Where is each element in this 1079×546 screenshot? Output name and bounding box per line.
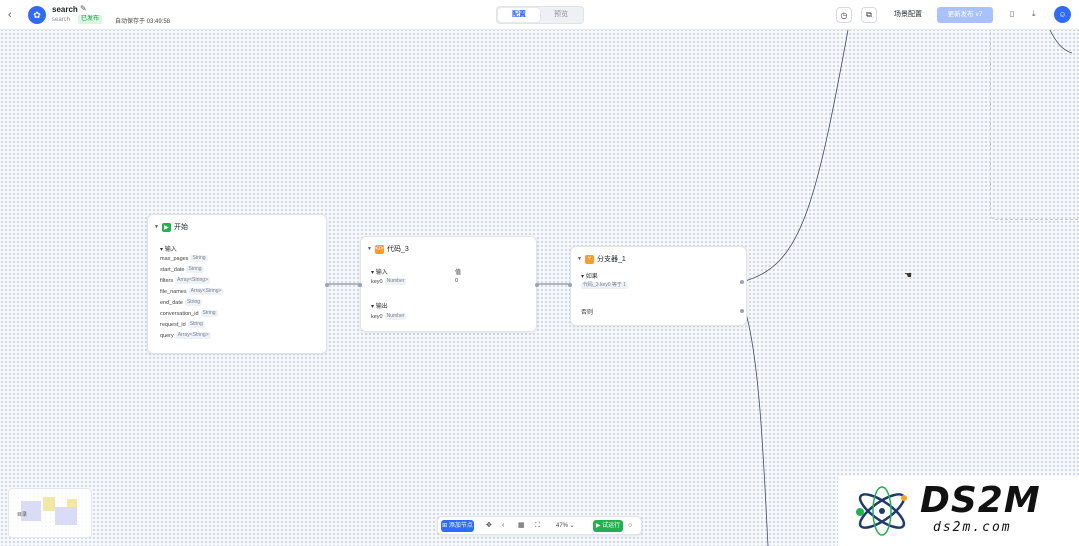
input-port[interactable] <box>568 283 572 287</box>
zoom-level[interactable]: 47% ⌄ <box>556 523 575 529</box>
watermark-subtitle: ds2m.com <box>933 520 1012 535</box>
edge-branch-if <box>744 29 849 282</box>
watermark: DS2M ds2m.com <box>838 476 1079 546</box>
top-bar: ‹ ✿ search ✎ search 已发布 自动保存于 03:49:58 配… <box>0 0 1079 30</box>
node-code-title: 代码_3 <box>386 246 409 253</box>
status-badge: 已发布 <box>78 15 103 24</box>
branch-condition: 代码_3.key0 等于 1 <box>581 282 629 289</box>
watermark-title: DS2M <box>920 480 1041 521</box>
output-port[interactable] <box>535 283 539 287</box>
user-avatar[interactable]: ☺ <box>1054 6 1071 23</box>
back-arrow-icon[interactable]: ‹ <box>8 9 12 21</box>
undo-icon[interactable]: ‹ <box>502 522 505 529</box>
collapse-caret-icon[interactable]: ▼ <box>367 246 372 252</box>
edit-pencil-icon[interactable]: ✎ <box>80 4 87 13</box>
output-port[interactable] <box>325 283 329 287</box>
else-output-port[interactable] <box>740 309 744 313</box>
code-input-value-col: 值 <box>455 270 462 276</box>
minimap-node <box>55 507 77 525</box>
history-clock-icon[interactable]: ◷ <box>836 7 852 23</box>
node-branch[interactable]: ▼ ⑂ 分支器_1 ▾ 如果 代码_3.key0 等于 1 否则 <box>568 246 747 326</box>
search-icon[interactable]: ○ <box>628 522 633 529</box>
minimap-node <box>21 501 41 521</box>
collapse-caret-icon[interactable]: ▼ <box>154 224 159 230</box>
tab-config[interactable]: 配置 <box>498 8 540 22</box>
group-region-outline <box>990 30 1079 220</box>
collapse-caret-icon[interactable]: ▼ <box>577 256 582 262</box>
code-output-section: ▾ 输出 <box>371 304 388 310</box>
autosave-text: 自动保存于 03:49:58 <box>115 19 171 25</box>
hand-cursor-icon: ☚ <box>904 270 913 280</box>
code-input-section: ▾ 输入 <box>371 270 388 276</box>
book-icon[interactable]: ▯ <box>1010 9 1015 18</box>
node-start-title: 开始 <box>173 224 188 231</box>
atom-logo-icon <box>856 486 907 536</box>
mode-tabs: 配置 预览 <box>496 6 584 24</box>
if-output-port[interactable] <box>740 280 744 284</box>
edge-branch-else <box>744 309 769 546</box>
minimap-label: 目录 <box>17 512 28 518</box>
pointer-mode-icon[interactable]: ✥ <box>486 522 492 529</box>
node-code-header: ▼ </> 代码_3 <box>367 244 409 254</box>
download-icon[interactable]: ⤓ <box>1032 9 1036 18</box>
app-name: search <box>52 5 78 14</box>
bottom-toolbar: ⊞ 添加节点 ✥ ‹ ▦ ⛶ 47% ⌄ ▶ 试运行 ○ <box>437 516 642 535</box>
minimap[interactable]: 目录 <box>8 488 92 538</box>
app-subtitle: search <box>52 17 71 23</box>
minimap-node <box>67 499 77 507</box>
node-branch-title: 分支器_1 <box>596 256 626 263</box>
add-node-button[interactable]: ⊞ 添加节点 <box>441 520 474 532</box>
input-port[interactable] <box>358 283 362 287</box>
layout-grid-icon[interactable]: ▦ <box>518 522 525 529</box>
branch-else-label: 否则 <box>581 310 594 316</box>
branch-node-icon: ⑂ <box>584 254 594 264</box>
publish-button[interactable]: 更新发布 v7 <box>937 7 993 23</box>
start-input-section: ▾ 输入 <box>160 247 177 253</box>
start-node-icon: ▶ <box>161 222 171 232</box>
node-start-header: ▼ ▶ 开始 <box>154 222 188 232</box>
fit-view-icon[interactable]: ⛶ <box>535 522 540 529</box>
branch-if-label: ▾ 如果 <box>581 274 598 280</box>
minimap-node <box>43 497 55 511</box>
app-logo-icon: ✿ <box>28 6 46 24</box>
code-node-icon: </> <box>374 244 384 254</box>
scene-config-button[interactable]: 场景配置 <box>894 11 922 18</box>
test-run-button[interactable]: ▶ 试运行 <box>593 520 623 532</box>
tab-preview[interactable]: 预览 <box>554 11 568 18</box>
input-row-value: 0 <box>455 278 459 284</box>
copy-icon[interactable]: ⧉ <box>861 7 877 23</box>
node-branch-header: ▼ ⑂ 分支器_1 <box>577 254 626 264</box>
